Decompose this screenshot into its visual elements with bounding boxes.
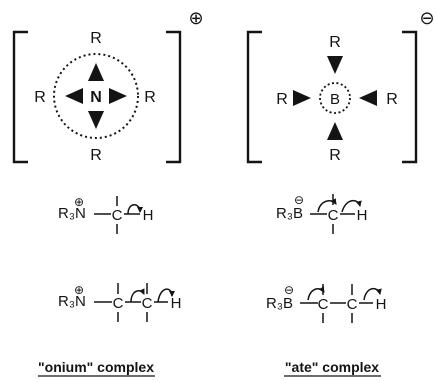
onium-caption: "onium" complex — [38, 359, 154, 375]
onium-row2-charge: ⊕ — [74, 283, 84, 297]
ate-row1-prefix: R₃B — [276, 205, 303, 222]
ate-row2-carbon-1: C — [318, 296, 329, 313]
onium-arrow-down — [88, 111, 104, 129]
onium-row2-curved-arrow-1 — [130, 288, 145, 303]
ate-row2-hydrogen: H — [376, 296, 387, 313]
onium-row1-prefix: R₃N — [58, 205, 86, 222]
onium-arrow-left — [65, 88, 83, 104]
ate-row2-prefix: R₃B — [266, 295, 293, 312]
onium-row2-carbon-2: C — [142, 295, 153, 312]
ate-r-left: R — [276, 91, 288, 108]
ate-row1-curved-arrow-2 — [341, 199, 362, 213]
onium-left-bracket — [12, 30, 28, 164]
ate-row1-charge: ⊖ — [294, 193, 304, 207]
ate-r-top: R — [329, 34, 341, 51]
ate-arrow-from-bottom — [327, 122, 343, 140]
onium-mechanism-row-1: R₃N ⊕ C H — [58, 195, 153, 234]
ate-mechanism-row-2: R₃B ⊖ C C H — [266, 283, 386, 323]
ate-row2-charge: ⊖ — [284, 283, 294, 297]
onium-row1-hydrogen: H — [143, 207, 154, 224]
ate-negative-charge: ⊖ — [419, 8, 434, 28]
ate-row1-curved-arrow-1 — [317, 198, 337, 213]
onium-mechanism-row-2: R₃N ⊕ C C H — [58, 283, 181, 322]
ate-arrow-from-top — [327, 56, 343, 74]
ate-r-right: R — [386, 91, 398, 108]
onium-r-bottom: R — [90, 147, 102, 164]
onium-positive-charge: ⊕ — [188, 8, 203, 28]
onium-r-top: R — [90, 30, 102, 47]
onium-dotted-circle — [53, 53, 139, 139]
onium-arrow-right — [109, 88, 127, 104]
onium-center-atom: N — [90, 89, 102, 106]
ate-r-bottom: R — [329, 147, 341, 164]
onium-complex-panel: ⊕ N R R R R — [12, 8, 204, 164]
onium-row1-carbon: C — [112, 207, 123, 224]
ate-center-atom: B — [330, 91, 340, 108]
onium-right-bracket — [166, 30, 182, 164]
ate-row2-curved-arrow-2 — [363, 287, 382, 301]
ate-left-bracket — [246, 30, 262, 164]
onium-r-left: R — [34, 89, 46, 106]
ate-arrow-from-left — [293, 90, 311, 106]
ate-mechanism-row-1: R₃B ⊖ C H — [276, 193, 367, 234]
onium-row2-carbon-1: C — [113, 295, 124, 312]
onium-arrow-up — [88, 63, 104, 81]
onium-row2-curved-arrow-2 — [157, 288, 175, 303]
ate-row2-carbon-2: C — [347, 296, 358, 313]
onium-row1-charge: ⊕ — [74, 195, 84, 209]
onium-row2-hydrogen: H — [171, 295, 182, 312]
ate-dotted-circle — [319, 82, 351, 114]
ate-arrow-from-right — [359, 90, 377, 106]
ate-right-bracket — [402, 30, 418, 164]
onium-r-right: R — [144, 89, 156, 106]
ate-row2-curved-arrow-1 — [307, 286, 325, 301]
ate-complex-panel: ⊖ B R R R R — [246, 8, 435, 164]
onium-row1-curved-arrow — [127, 204, 143, 215]
ate-row1-hydrogen: H — [357, 207, 368, 224]
ate-caption: "ate" complex — [285, 359, 379, 375]
onium-row2-prefix: R₃N — [58, 293, 86, 310]
ate-row1-carbon: C — [328, 207, 339, 224]
